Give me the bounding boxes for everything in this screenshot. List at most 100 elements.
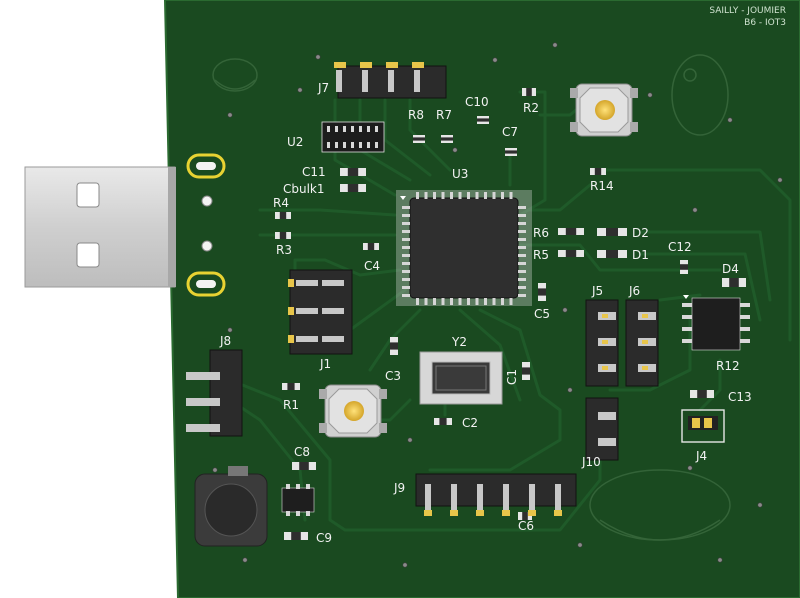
smd-passive xyxy=(282,383,300,390)
header-j9 xyxy=(415,473,577,516)
label-r2: R2 xyxy=(523,101,539,115)
smd-passive xyxy=(680,260,688,274)
label-c2: C2 xyxy=(462,416,478,430)
u3-pin xyxy=(475,298,479,305)
ic-regulator xyxy=(281,484,315,516)
smd-passive xyxy=(522,362,530,380)
smd-passive xyxy=(505,148,517,156)
inductor-bulk xyxy=(194,466,268,547)
u3-pin xyxy=(433,192,436,199)
smd-passive xyxy=(292,462,316,470)
label-c6: C6 xyxy=(518,519,534,533)
u3-pin xyxy=(402,238,410,241)
smd-passive xyxy=(340,184,366,192)
u3-pin xyxy=(402,230,410,233)
smd-passive xyxy=(597,228,627,236)
label-j4: J4 xyxy=(695,449,707,463)
label-c11: C11 xyxy=(302,165,326,179)
usb-connector xyxy=(24,166,176,288)
credit-line-1: SAILLY - JOUMIER xyxy=(709,6,786,16)
header-j5 xyxy=(585,299,619,387)
label-u2: U2 xyxy=(287,135,303,149)
label-j1: J1 xyxy=(319,357,331,371)
silkscreen-artwork xyxy=(212,54,731,541)
u3-pin xyxy=(518,286,526,289)
vias xyxy=(212,42,783,568)
label-d1: D1 xyxy=(632,248,649,262)
label-c3: C3 xyxy=(385,369,401,383)
smd-passive xyxy=(722,278,746,287)
header-j8 xyxy=(186,349,243,437)
u3-pin xyxy=(518,278,526,281)
u3-pin xyxy=(402,206,410,209)
u3-pin xyxy=(501,298,504,305)
smd-passive xyxy=(434,418,452,425)
smd-passive xyxy=(590,168,606,175)
u3-pin xyxy=(402,286,410,289)
u3-pin xyxy=(518,238,526,241)
header-j7 xyxy=(334,62,447,99)
header-j6 xyxy=(625,299,659,387)
u3-pin xyxy=(509,298,513,305)
label-u3: U3 xyxy=(452,167,468,181)
smd-passive xyxy=(522,88,536,96)
u3-pin xyxy=(441,192,445,199)
smd-passive xyxy=(275,232,291,239)
label-c9: C9 xyxy=(316,531,332,545)
u3-pin xyxy=(518,230,526,233)
label-d2: D2 xyxy=(632,226,649,240)
push-button-top xyxy=(570,83,638,137)
label-r8: R8 xyxy=(408,108,424,122)
label-c10: C10 xyxy=(465,95,489,109)
label-r1: R1 xyxy=(283,398,299,412)
label-r7: R7 xyxy=(436,108,452,122)
u3-pin xyxy=(518,262,526,265)
u3-pin xyxy=(458,298,462,305)
u3-pin xyxy=(416,298,419,305)
label-r4: R4 xyxy=(273,196,289,210)
label-j8: J8 xyxy=(219,334,231,348)
u3-pin xyxy=(518,206,526,209)
u3-pin xyxy=(402,254,410,257)
smd-passives xyxy=(275,88,746,540)
connector-j4 xyxy=(681,409,725,443)
u3-pin xyxy=(484,192,487,199)
label-r12: R12 xyxy=(716,359,740,373)
label-j9: J9 xyxy=(393,481,405,495)
u3-pin xyxy=(518,246,526,249)
label-cbulk1: Cbulk1 xyxy=(283,182,325,196)
label-r6: R6 xyxy=(533,226,549,240)
u3-pin xyxy=(402,294,410,297)
smd-passive xyxy=(441,135,453,143)
crystal-y2 xyxy=(419,351,503,405)
usb-mount-slots xyxy=(186,153,226,297)
smd-passive xyxy=(477,116,489,124)
label-c13: C13 xyxy=(728,390,752,404)
ic-u2 xyxy=(321,121,385,153)
u3-pin xyxy=(402,270,410,273)
u3-pin xyxy=(433,298,436,305)
u3-pin xyxy=(518,222,526,225)
u3-pin xyxy=(458,192,462,199)
u3-pin xyxy=(467,298,470,305)
u3-pin xyxy=(509,192,513,199)
label-r14: R14 xyxy=(590,179,614,193)
smd-passive xyxy=(275,212,291,219)
label-d4: D4 xyxy=(722,262,739,276)
label-c1: C1 xyxy=(505,369,519,385)
push-button-bottom xyxy=(319,384,387,438)
u3-pin xyxy=(467,192,470,199)
smd-passive xyxy=(538,283,546,301)
smd-passive xyxy=(284,532,308,540)
ic-soic8 xyxy=(682,295,750,351)
u3-pin xyxy=(402,246,410,249)
smd-passive xyxy=(558,250,584,257)
u3-pin xyxy=(402,214,410,217)
label-j7: J7 xyxy=(317,81,329,95)
u3-pin xyxy=(416,192,419,199)
smd-passive xyxy=(363,243,379,250)
u3-pin xyxy=(492,192,496,199)
u3-pin xyxy=(518,254,526,257)
label-c12: C12 xyxy=(668,240,692,254)
